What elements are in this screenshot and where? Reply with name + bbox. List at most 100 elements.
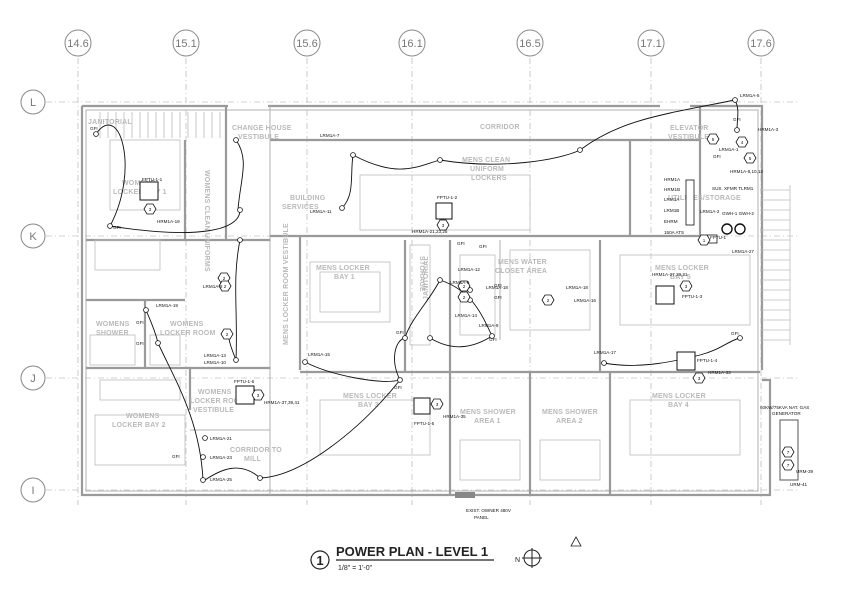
grid-label-col-6: 17.1 xyxy=(640,38,661,50)
room-womens-vest-1: WOMENS xyxy=(198,389,232,396)
grid-bubble-col-5 xyxy=(516,29,544,57)
room-storage: STORAGE xyxy=(418,256,425,292)
keynote-2: 2 xyxy=(226,332,229,337)
title-scale: 1/8" = 1'-0" xyxy=(338,565,373,572)
tag-lrm1a-16: LRM1A-16 xyxy=(574,298,596,303)
tag-hrm1a: HRM1A xyxy=(664,177,681,182)
grid-bubble-row-4 xyxy=(20,477,46,503)
grid-bubble-col-4 xyxy=(398,29,426,57)
keynote-3: 3 xyxy=(257,393,260,398)
room-mens-bay4-b: BAY 4 xyxy=(668,402,689,409)
room-labels: JANITORIAL CHANGE HOUSE VESTIBULE CORRID… xyxy=(88,119,741,463)
room-mens-bay5-b: BAY 5 xyxy=(670,274,691,281)
title-number-bubble xyxy=(310,550,330,570)
tag-gfi: GFI xyxy=(713,154,721,159)
receptacle xyxy=(577,147,583,153)
tag-hrm1a-33: HRM1A-33 xyxy=(708,370,731,375)
keynote-2: 2 xyxy=(223,276,226,281)
tag-hrm1a-27-29-31: HRM1A-27,29,31 xyxy=(652,272,688,277)
grid-label-col-1: 14.6 xyxy=(67,38,88,50)
grid-label-col-7: 17.6 xyxy=(750,38,771,50)
fptu-1-6-unit xyxy=(235,385,255,405)
receptacle xyxy=(734,127,740,133)
room-mens-bay5-a: MENS LOCKER xyxy=(655,265,709,272)
fptu-1-5-unit xyxy=(413,397,431,415)
receptacle xyxy=(237,237,243,243)
keynotes: 3 5 4 5 3 1 2 2 2 2 2 3 2 3 3 3 7 7 xyxy=(143,133,795,471)
tag-lrm1a-23: LRM1A-23 xyxy=(210,455,232,460)
circuit-wires xyxy=(95,99,741,481)
room-janitorial-2: JANITORIAL xyxy=(423,256,430,300)
grid-columns: 14.6 15.1 15.6 16.1 16.5 17.1 17.6 xyxy=(64,29,775,505)
tag-ehrm: EHRM xyxy=(664,219,678,224)
tag-lrm1a-25: LRM1A-25 xyxy=(210,477,232,482)
tag-ats: 150A ATS xyxy=(664,230,684,235)
room-mens-wc-1: MENS WATER xyxy=(498,259,547,266)
tag-lrm1a-8: LRM1A-8 xyxy=(203,284,223,289)
receptacle xyxy=(257,475,263,481)
receptacle xyxy=(350,152,356,158)
grid-bubble-col-2 xyxy=(172,29,200,57)
room-womens-vest-3: VESTIBULE xyxy=(193,407,234,414)
tag-lrm1a: LRM1A xyxy=(664,197,680,202)
grid-bubble-row-1 xyxy=(20,89,46,115)
room-womens-locker-1: WOMENS xyxy=(170,321,204,328)
tag-fptu-1-6: FPTU-1-6 xyxy=(234,379,255,384)
tag-lrm1a-7: LRM1A-7 xyxy=(320,133,340,138)
room-change-house-1: CHANGE HOUSE xyxy=(232,125,292,132)
keynote-3: 3 xyxy=(698,376,701,381)
room-mens-clean-2: UNIFORM xyxy=(470,166,504,173)
room-building-svc-2: SERVICES xyxy=(282,204,319,211)
keynote-2: 2 xyxy=(224,284,227,289)
tag-gfi: GFI xyxy=(172,454,180,459)
circuit-tags: LRM1A-5 GFI HRM1A-3 LRM1A-1 GFI HRM1A-8,… xyxy=(90,93,814,520)
receptacle xyxy=(437,277,443,283)
room-womens-shower-2: SHOWER xyxy=(96,330,129,337)
tag-lrm1a-15: LRM1A-15 xyxy=(308,352,330,357)
grid-rows: L K J I xyxy=(20,89,800,503)
tag-lrm1a-12: LRM1A-12 xyxy=(458,267,480,272)
room-utilities-storage: UTILITIES/STORAGE xyxy=(668,195,741,202)
room-mens-shower1-a: MENS SHOWER xyxy=(460,409,516,416)
grid-bubble-row-3 xyxy=(20,365,46,391)
grid-bubble-col-1 xyxy=(64,29,92,57)
tag-fptu-1-4: FPTU-1-4 xyxy=(697,358,718,363)
tag-exist-panel-1: EXIST. OWNER 480V xyxy=(466,508,512,513)
tag-lrm1a-21: LRM1A-21 xyxy=(210,436,232,441)
room-womens-bay2-2: LOCKER BAY 2 xyxy=(112,422,166,429)
receptacle xyxy=(143,307,149,313)
room-mens-clean-3: LOCKERS xyxy=(471,175,507,182)
tag-fptu-1-3: FPTU-1-3 xyxy=(682,294,703,299)
room-change-house-2: VESTIBULE xyxy=(238,134,279,141)
room-womens-shower-1: WOMENS xyxy=(96,321,130,328)
keynote-2: 2 xyxy=(463,284,466,289)
tag-hrm1a-37-39-41: HRM1A-37,39,41 xyxy=(264,400,300,405)
fptu-1-2-unit xyxy=(435,202,453,220)
tag-gfi: GFI xyxy=(113,225,121,230)
fptu-1-4-unit xyxy=(676,351,696,371)
receptacle xyxy=(732,97,738,103)
tag-urm-39: URM-39 xyxy=(796,469,814,474)
keynote-7: 7 xyxy=(787,450,790,455)
receptacle xyxy=(107,223,113,229)
tag-hrm1a-8-10-12: HRM1A-8,10,12 xyxy=(730,169,763,174)
fptu-1-1-unit xyxy=(139,181,159,201)
grid-bubble-col-7 xyxy=(747,29,775,57)
keynote-2: 2 xyxy=(547,298,550,303)
tag-lrm1a-9: LRM1A-9 xyxy=(479,323,499,328)
receptacle xyxy=(93,131,99,137)
keynote-7: 7 xyxy=(787,463,790,468)
keynote-1: 1 xyxy=(703,238,706,243)
tag-lrm1a-1: LRM1A-1 xyxy=(719,147,739,152)
keynote-4: 4 xyxy=(741,140,744,145)
keynote-6: 5 xyxy=(712,137,715,142)
grid-bubble-col-3 xyxy=(293,29,321,57)
room-womens-clean: WOMENS CLEAN UNIFORMS xyxy=(203,170,210,272)
receptacle xyxy=(397,377,403,383)
receptacle xyxy=(202,435,208,441)
receptacle xyxy=(437,157,443,163)
title-number: 1 xyxy=(316,553,323,568)
receptacle xyxy=(489,333,495,339)
tag-fptu-1-1: FPTU-1-1 xyxy=(142,177,163,182)
